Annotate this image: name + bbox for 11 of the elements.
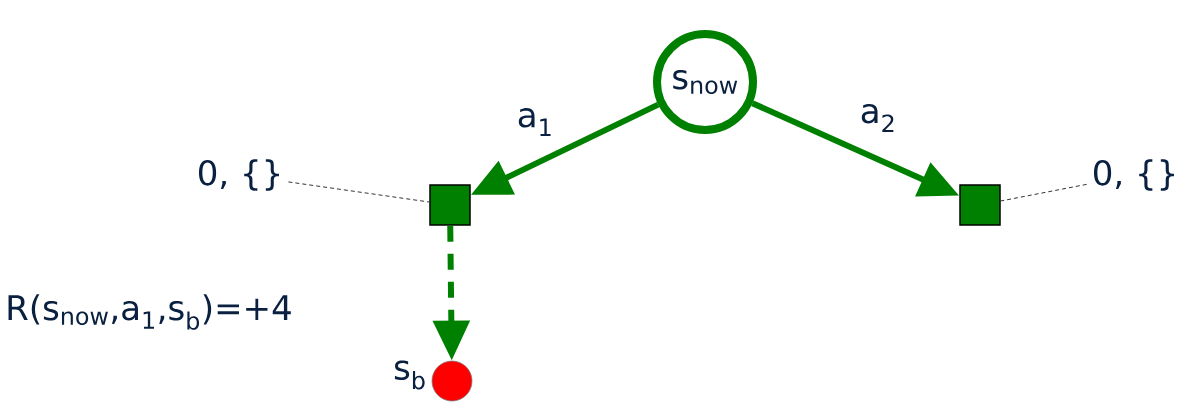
action-square xyxy=(959,184,1001,226)
leader-line xyxy=(1000,183,1088,202)
reward-label: R(s$_{now}$,a$_{1}$,s$_{b}$)=+4 xyxy=(8,294,291,330)
edge-label: a$_{1}$ xyxy=(518,108,551,136)
edge-label: a$_{2}$ xyxy=(861,103,894,133)
state-label: s$_{b}$ xyxy=(394,360,425,390)
outcome-circle xyxy=(431,360,473,402)
leader-line xyxy=(288,181,430,203)
value-label: 0, {} xyxy=(199,159,279,191)
action-square xyxy=(429,184,471,226)
value-label: 0, {} xyxy=(1094,159,1174,191)
